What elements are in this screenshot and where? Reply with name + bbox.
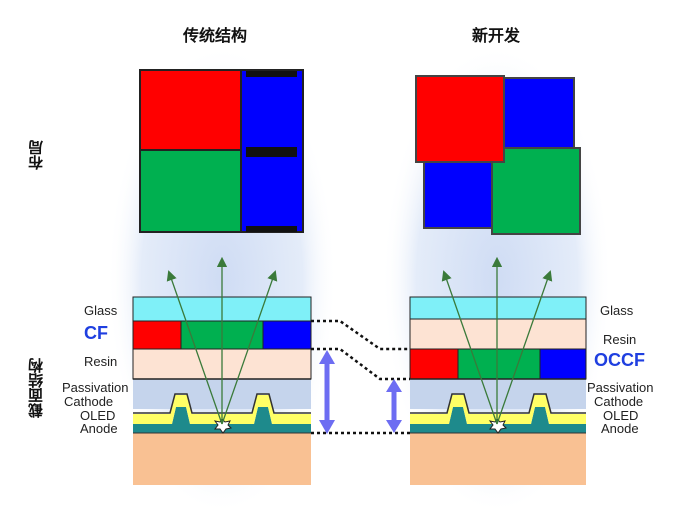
right-label-resin: Resin [603, 332, 637, 347]
left-distance-arrow [319, 350, 335, 434]
row-label-layout: 布局 [27, 140, 45, 170]
row-label-cross-section: 截面结构 [27, 358, 45, 418]
right-label-passivation: Passivation [587, 380, 654, 395]
left-label-cathode: Cathode [64, 394, 114, 409]
right-label-oled: OLED [603, 408, 639, 423]
left-label-oled: OLED [80, 408, 116, 423]
right-distance-arrow [386, 379, 402, 433]
right-label-glass: Glass [600, 303, 634, 318]
dotted-connectors [311, 319, 410, 435]
left-label-anode: Anode [80, 421, 118, 436]
left-cross-section [132, 256, 312, 485]
left-label-resin: Resin [84, 354, 118, 369]
right-label-anode: Anode [601, 421, 639, 436]
left-label-cf: CF [84, 323, 108, 343]
left-label-passivation: Passivation [62, 380, 129, 395]
right-title: 新开发 [472, 26, 521, 45]
right-cross-section [409, 256, 587, 485]
right-layout-pixels [415, 75, 581, 235]
left-title: 传统结构 [183, 26, 248, 45]
right-label-cathode: Cathode [594, 394, 644, 409]
left-layout-pixels [139, 69, 304, 233]
right-label-occf: OCCF [594, 350, 645, 370]
left-label-glass: Glass [84, 303, 118, 318]
